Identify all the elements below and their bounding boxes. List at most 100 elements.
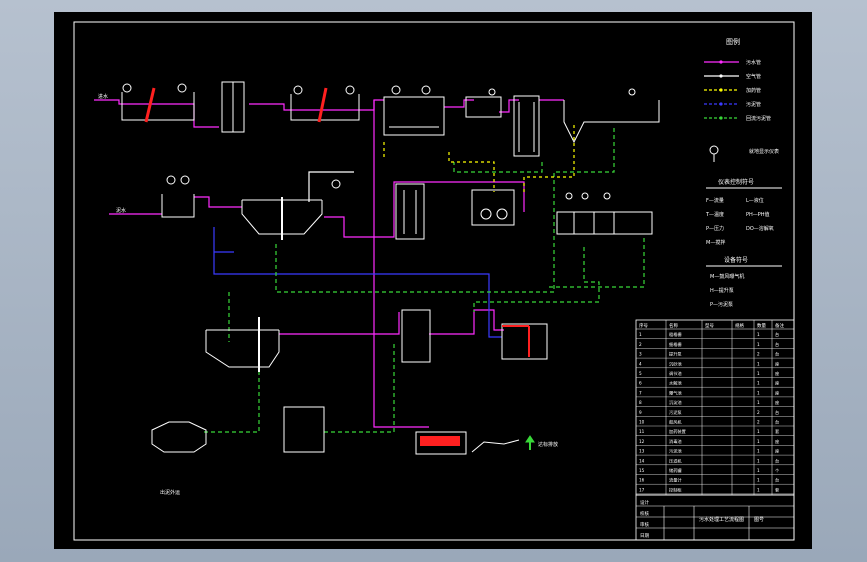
table-cell: 细格栅 <box>669 341 682 348</box>
sewage-pipe-5 <box>499 99 519 113</box>
table-cell: 1 <box>757 332 760 337</box>
aeration-basin <box>556 192 653 235</box>
sludge-out-label: 出泥外运 <box>160 489 180 496</box>
table-cell: 1 <box>757 487 760 492</box>
dosing-tank <box>465 88 502 118</box>
instrument-symbol-3: PH—PH值 <box>746 211 770 218</box>
legend-title: 图例 <box>726 37 740 46</box>
inlet-label: 进水 <box>98 93 108 100</box>
legend-marker-1 <box>719 74 723 78</box>
sheet-number-label: 图号 <box>754 517 764 523</box>
table-cell: 2 <box>639 342 642 347</box>
title-block-row-0: 设计 <box>640 499 649 506</box>
dosing-pipe-1 <box>448 152 495 192</box>
equipment-symbols-title: 设备符号 <box>724 256 748 264</box>
table-cell: 台 <box>775 457 779 464</box>
table-cell: 15 <box>639 468 645 473</box>
sludge-thickener <box>501 323 548 360</box>
legend-label-2: 加药管 <box>746 87 761 94</box>
table-cell: 台 <box>775 331 779 338</box>
disinfection-tank <box>401 309 431 363</box>
table-cell: 座 <box>775 448 779 455</box>
table-cell: 8 <box>639 400 642 405</box>
secondary-inlet-label: 泥水 <box>116 207 126 214</box>
table-cell: 鼓风机 <box>669 419 682 426</box>
table-cell: 9 <box>639 410 642 415</box>
table-cell: 1 <box>757 361 760 366</box>
blower-room <box>471 189 515 226</box>
table-cell: 14 <box>639 458 645 463</box>
instrument-symbol-1: L—液位 <box>746 197 764 204</box>
table-cell: 台 <box>775 419 779 426</box>
table-cell: 1 <box>757 390 760 395</box>
grit-chamber <box>121 83 195 123</box>
table-cell: 压滤机 <box>669 457 682 464</box>
table-cell: 3 <box>639 352 642 357</box>
return-sludge-pipe-2 <box>204 364 260 433</box>
sewage-pipe-8 <box>324 181 525 238</box>
table-cell: 个 <box>775 468 780 473</box>
table-cell: 台 <box>775 341 779 348</box>
table-cell: 2 <box>757 420 760 425</box>
legend-marker-4 <box>719 116 723 120</box>
table-cell: 曝气池 <box>669 389 682 395</box>
return-sludge-pipe-4 <box>473 247 600 312</box>
return-sludge-pipe-1 <box>275 127 615 293</box>
table-cell: 污泥池 <box>669 448 682 455</box>
equalization-tank <box>161 175 195 218</box>
table-cell: 台 <box>775 477 779 484</box>
project-title: 污水处理工艺流程图 <box>699 516 744 523</box>
equipment-symbol-1: H—提升泵 <box>710 287 734 294</box>
sewage-pipe-4 <box>444 99 474 108</box>
return-sludge-pipe-6 <box>549 237 645 288</box>
discharge-label: 达标排放 <box>538 441 558 448</box>
table-cell: 控制柜 <box>669 486 682 493</box>
table-cell: 1 <box>757 439 760 444</box>
table-cell: 座 <box>775 380 779 387</box>
sludge-storage <box>151 421 207 453</box>
table-cell: 1 <box>757 478 760 483</box>
table-cell: 2 <box>757 410 760 415</box>
sewage-pipe-3 <box>359 99 384 111</box>
hydrolysis-tank <box>383 85 445 136</box>
legend-marker-3 <box>719 102 723 106</box>
table-cell: 台 <box>775 409 779 416</box>
table-cell: 13 <box>639 449 645 454</box>
instrument-symbol-icon <box>709 145 719 155</box>
table-cell: 16 <box>639 478 645 483</box>
equipment-symbol-2: P—污泥泵 <box>710 301 733 308</box>
lift-pump-well <box>221 81 245 133</box>
table-cell: 套 <box>775 486 780 493</box>
title-block-row-3: 日期 <box>640 533 649 539</box>
sewage-pipe-7 <box>194 196 242 208</box>
table-cell: 流量计 <box>669 477 682 484</box>
table-cell: 储药罐 <box>669 467 682 474</box>
legend-marker-2 <box>719 88 723 92</box>
title-block-row-2: 审核 <box>640 521 649 528</box>
table-header-2: 型号 <box>705 322 714 329</box>
legend-label-1: 空气管 <box>746 73 761 80</box>
table-header-0: 序号 <box>639 322 648 329</box>
table-cell: 2 <box>757 352 760 357</box>
sewage-pipe-11 <box>429 309 504 335</box>
table-cell: 套 <box>775 428 780 435</box>
air-pipe-1 <box>308 171 354 202</box>
instrument-symbol-6: M—搅拌 <box>706 239 725 246</box>
table-cell: 6 <box>639 381 642 386</box>
return-sludge-pipe-3 <box>324 342 395 433</box>
table-cell: 1 <box>757 342 760 347</box>
fine-screen-tank <box>290 85 360 123</box>
filter-column <box>395 183 425 240</box>
instrument-symbol-4: P—压力 <box>706 225 724 232</box>
equipment-symbol-0: M—鼓风曝气机 <box>710 273 744 280</box>
table-cell: 座 <box>775 389 779 396</box>
table-cell: 水解池 <box>669 380 682 387</box>
drawing-sheet: 进水 泥水 出泥外运 达标排放 图例 污水管空气管加药管污泥管回流污泥管 就地显… <box>54 12 812 549</box>
table-cell: 1 <box>757 429 760 434</box>
table-cell: 消毒池 <box>669 438 682 445</box>
table-cell: 1 <box>757 458 760 463</box>
